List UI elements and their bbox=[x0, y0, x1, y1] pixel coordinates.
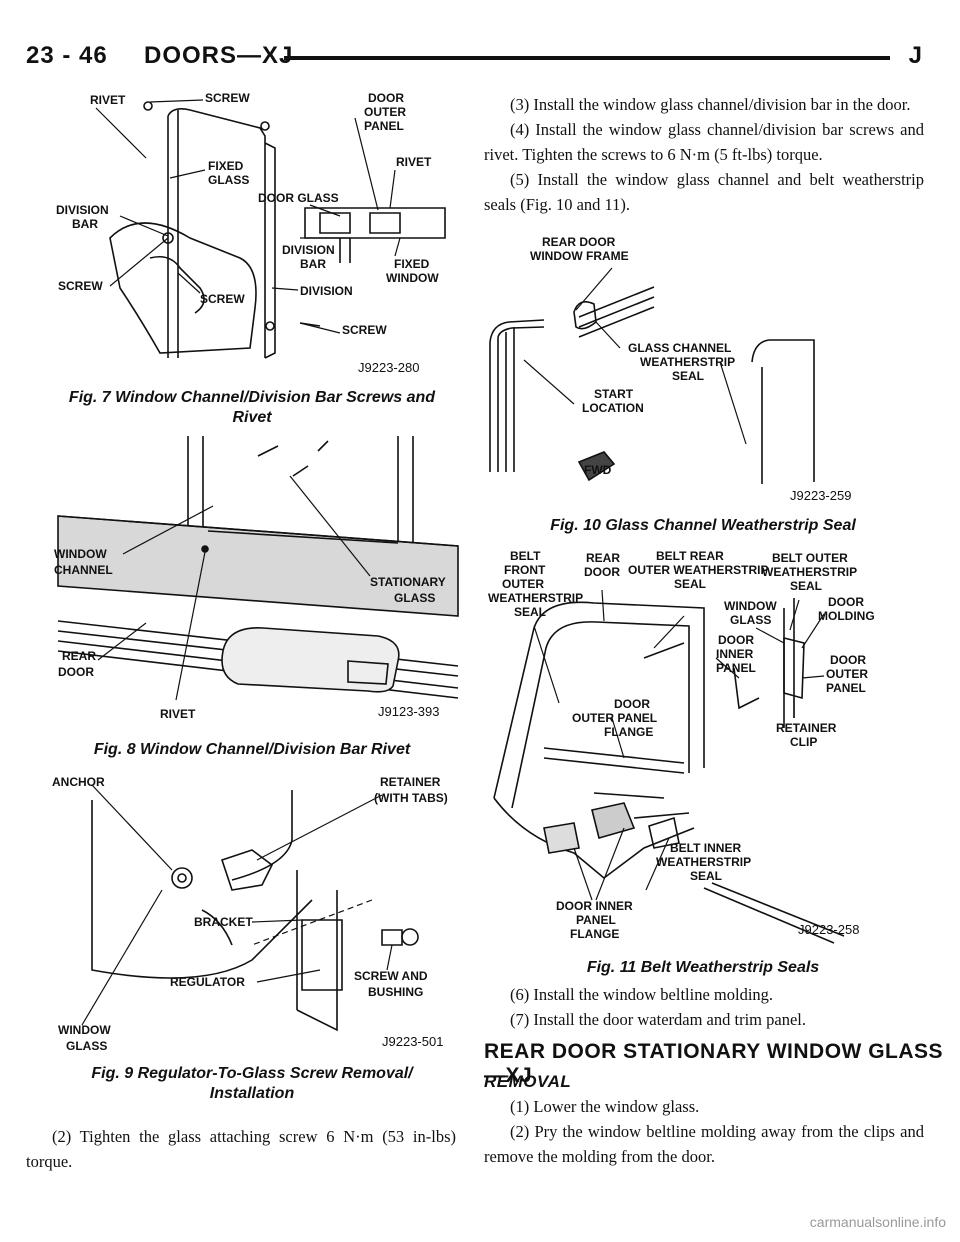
right-column-text: (3) Install the window glass channel/div… bbox=[484, 92, 924, 217]
fig7-label-13: SCREW bbox=[342, 323, 387, 337]
figure-9-caption: Fig. 9 Regulator-To-Glass Screw Removal/… bbox=[91, 1065, 413, 1102]
figure-7-caption: Fig. 7 Window Channel/Division Bar Screw… bbox=[68, 389, 436, 426]
fig7-label-10: SCREW bbox=[200, 292, 245, 306]
removal-step-1: (1) Lower the window glass. bbox=[510, 1097, 700, 1116]
page-number: 23 - 46 bbox=[26, 42, 108, 69]
fig7-label-1: RIVET bbox=[90, 93, 126, 107]
figure-9: ANCHOR RETAINER(WITH TABS) BRACKET REGUL… bbox=[52, 770, 462, 1060]
fig7-label-4: RIVET bbox=[396, 155, 432, 169]
fig9-code: J9223-501 bbox=[382, 1034, 443, 1049]
fig9-label-1: ANCHOR bbox=[52, 775, 105, 789]
left-column-text: (2) Tighten the glass attaching screw 6 … bbox=[26, 1124, 456, 1174]
removal-step-2: (2) Pry the window beltline molding away… bbox=[484, 1122, 924, 1166]
page-header: 23 - 46 DOORS—XJ J bbox=[26, 42, 926, 72]
watermark: carmanualsonline.info bbox=[809, 1214, 946, 1230]
step-2-text: (2) Tighten the glass attaching screw 6 … bbox=[26, 1127, 456, 1171]
removal-steps: (1) Lower the window glass. (2) Pry the … bbox=[484, 1094, 924, 1169]
section-heading: REAR DOOR STATIONARY WINDOW GLASS—XJ bbox=[484, 1040, 944, 1087]
figure-10-caption: Fig. 10 Glass Channel Weatherstrip Seal bbox=[550, 517, 856, 534]
step-7-text: (7) Install the door waterdam and trim p… bbox=[510, 1010, 806, 1029]
fig7-code: J9223-280 bbox=[358, 360, 419, 375]
step-4-text: (4) Install the window glass channel/div… bbox=[484, 120, 924, 164]
fig9-label-4: REGULATOR bbox=[170, 975, 245, 989]
removal-heading: REMOVAL bbox=[484, 1072, 572, 1091]
section-title: DOORS—XJ bbox=[144, 42, 294, 69]
fig11-code: J9223-258 bbox=[798, 922, 859, 937]
step-3-text: (3) Install the window glass channel/div… bbox=[510, 95, 911, 114]
figure-11-caption: Fig. 11 Belt Weatherstrip Seals bbox=[586, 959, 820, 976]
header-rule bbox=[284, 56, 890, 60]
step-5-text: (5) Install the window glass channel and… bbox=[484, 170, 924, 214]
fig7-label-6: DOOR GLASS bbox=[258, 191, 339, 205]
step-6-text: (6) Install the window beltline molding. bbox=[510, 985, 774, 1004]
fig7-label-9: SCREW bbox=[58, 279, 103, 293]
fig9-label-3: BRACKET bbox=[194, 915, 253, 929]
fig7-label-11: DIVISION bbox=[300, 284, 353, 298]
fig8-code: J9123-393 bbox=[378, 704, 439, 719]
fig10-code: J9223-259 bbox=[790, 488, 851, 503]
fig10-label-4: FWD bbox=[584, 463, 612, 477]
right-column-steps: (6) Install the window beltline molding.… bbox=[484, 982, 924, 1032]
fig7-label-2: SCREW bbox=[205, 91, 250, 105]
header-mark: J bbox=[908, 42, 922, 69]
figure-9-illustration: ANCHOR RETAINER(WITH TABS) BRACKET REGUL… bbox=[52, 775, 448, 1053]
figure-8-caption: Fig. 8 Window Channel/Division Bar Rivet bbox=[93, 741, 411, 758]
fig8-label-4: RIVET bbox=[160, 707, 196, 721]
fig9-label-2: RETAINER(WITH TABS) bbox=[374, 775, 448, 805]
